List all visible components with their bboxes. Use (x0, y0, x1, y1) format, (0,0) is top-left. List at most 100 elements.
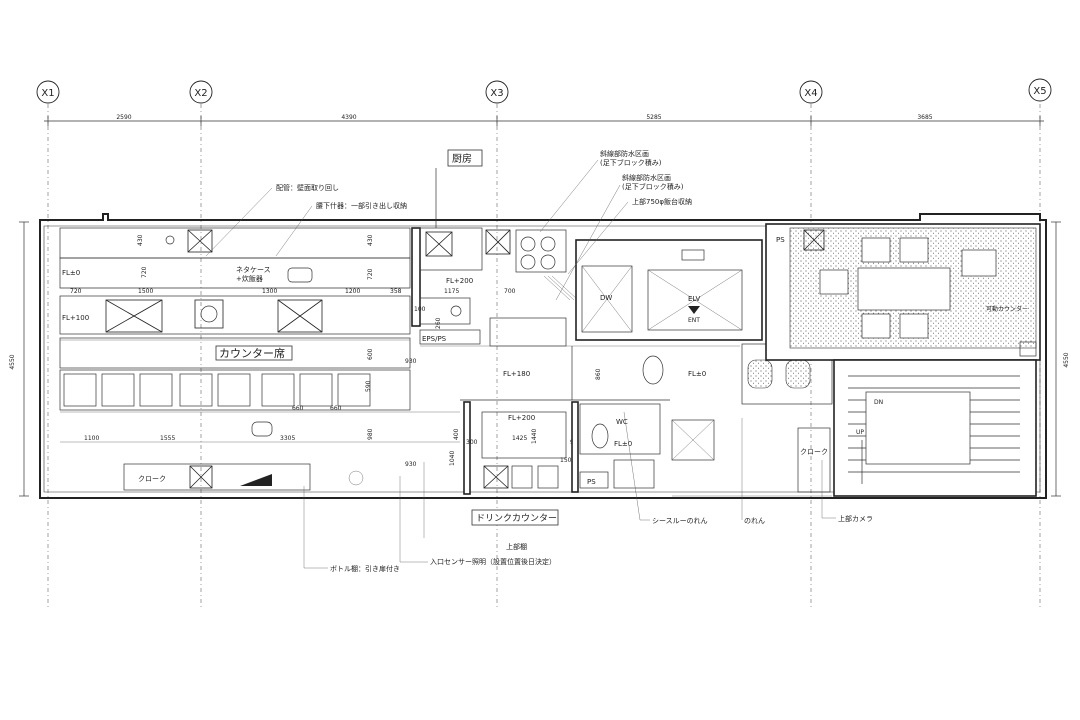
top-dimension-line: 2590 4390 5285 3685 (44, 114, 1044, 126)
svg-text:FL±0: FL±0 (614, 440, 632, 448)
fl-label: FL+100 (62, 314, 89, 322)
svg-text:150: 150 (560, 457, 572, 464)
svg-text:上部カメラ: 上部カメラ (838, 514, 873, 523)
svg-text:1500: 1500 (138, 288, 153, 295)
svg-text:DN: DN (874, 399, 883, 406)
fl-label: FL±0 (62, 269, 80, 277)
side-dimensions: 4550 4550 (9, 221, 1070, 497)
svg-text:入口センサー照明（設置位置後日決定）: 入口センサー照明（設置位置後日決定） (430, 557, 556, 566)
svg-text:1300: 1300 (262, 288, 277, 295)
grid-label-x1: X1 (36, 80, 60, 104)
svg-text:ENT: ENT (688, 317, 700, 324)
svg-text:700: 700 (504, 288, 516, 295)
grid-label-x4: X4 (799, 80, 823, 104)
svg-text:斜線部防水区画: 斜線部防水区画 (622, 173, 671, 182)
callout-neta-case: ネタケース +炊飯器 (236, 265, 271, 283)
fl-label: FL+180 (503, 370, 530, 378)
svg-text:980: 980 (367, 428, 374, 440)
svg-text:590: 590 (365, 380, 372, 392)
svg-text:720: 720 (367, 268, 374, 280)
svg-text:3685: 3685 (917, 114, 932, 121)
svg-text:4390: 4390 (341, 114, 356, 121)
svg-text:FL+200: FL+200 (446, 277, 473, 285)
svg-text:クローク: クローク (800, 448, 828, 456)
kitchen-area: 720 1500 1300 1200 358 430 720 430 720 6… (59, 227, 411, 369)
drink-counter-label: ドリンクカウンター (471, 509, 559, 526)
callout-under-counter: 腰下什器：一部引き出し収納 (275, 201, 407, 257)
svg-text:X3: X3 (490, 88, 503, 99)
svg-text:3305: 3305 (280, 435, 295, 442)
svg-text:2590: 2590 (116, 114, 131, 121)
center-room-lines: 400 860 590 100 260 (365, 306, 740, 440)
callout-fireproof-1: 斜線部防水区画 (足下ブロック積み) (539, 149, 662, 233)
callout-entrance-light: 入口センサー照明（設置位置後日決定） (399, 476, 556, 566)
svg-text:4550: 4550 (9, 354, 16, 369)
svg-text:1425: 1425 (512, 435, 527, 442)
svg-text:のれん: のれん (744, 517, 765, 525)
svg-text:4550: 4550 (1063, 352, 1070, 367)
svg-text:1200: 1200 (345, 288, 360, 295)
svg-text:腰下什器：一部引き出し収納: 腰下什器：一部引き出し収納 (316, 201, 407, 210)
svg-text:WC: WC (616, 418, 628, 426)
callout-camera: 上部カメラ (821, 460, 873, 523)
svg-text:X5: X5 (1033, 86, 1046, 97)
svg-text:358: 358 (390, 288, 402, 295)
svg-text:クローク: クローク (138, 475, 166, 483)
svg-text:600: 600 (367, 348, 374, 360)
svg-text:X1: X1 (41, 88, 54, 99)
svg-text:X4: X4 (804, 88, 817, 99)
center-service: EPS/PS FL+200 1175 700 (411, 227, 579, 347)
cloak-strip: クローク (123, 463, 364, 491)
fl-label: FL±0 (688, 370, 706, 378)
svg-text:400: 400 (453, 428, 460, 440)
right-lobby: クローク (671, 343, 833, 497)
svg-text:300: 300 (466, 439, 478, 446)
svg-text:5285: 5285 (646, 114, 661, 121)
svg-text:660: 660 (330, 405, 342, 412)
svg-text:660: 660 (292, 405, 304, 412)
callout-fireproof-2: 斜線部防水区画 (足下ブロック積み) (555, 173, 684, 301)
svg-text:シースルーのれん: シースルーのれん (652, 517, 708, 525)
svg-text:930: 930 (405, 461, 417, 468)
svg-text:(足下ブロック積み): (足下ブロック積み) (600, 158, 662, 167)
svg-text:ELV: ELV (688, 295, 701, 303)
svg-text:(足下ブロック積み): (足下ブロック積み) (622, 182, 684, 191)
svg-text:PS: PS (776, 236, 785, 244)
svg-text:1100: 1100 (84, 435, 99, 442)
svg-text:100: 100 (414, 306, 426, 313)
svg-text:配管：壁面取り回し: 配管：壁面取り回し (276, 183, 339, 192)
svg-text:PS: PS (587, 478, 596, 486)
svg-text:ネタケース: ネタケース (236, 265, 271, 274)
svg-text:1555: 1555 (160, 435, 175, 442)
svg-text:ドリンクカウンター: ドリンクカウンター (476, 513, 557, 524)
svg-text:UP: UP (856, 429, 864, 436)
svg-text:720: 720 (70, 288, 82, 295)
svg-text:430: 430 (367, 234, 374, 246)
staircase: DN UP (833, 359, 1037, 497)
svg-text:ボトル棚：引き扉付き: ボトル棚：引き扉付き (330, 564, 400, 573)
svg-text:上部750φ飯台収納: 上部750φ飯台収納 (632, 197, 692, 206)
svg-text:DW: DW (600, 294, 612, 302)
svg-text:930: 930 (405, 358, 417, 365)
movable-counter-room: PS 可動カウンター (765, 223, 1041, 361)
svg-text:斜線部防水区画: 斜線部防水区画 (600, 149, 649, 158)
svg-text:1440: 1440 (531, 429, 538, 444)
svg-text:+炊飯器: +炊飯器 (236, 274, 263, 283)
svg-text:可動カウンター: 可動カウンター (986, 305, 1028, 313)
callout-bottle-shelf: ボトル棚：引き扉付き (303, 486, 400, 573)
svg-text:厨房: 厨房 (452, 152, 472, 165)
svg-text:720: 720 (141, 266, 148, 278)
svg-text:1175: 1175 (444, 288, 459, 295)
callout-see-through: シースルーのれん (623, 411, 708, 525)
svg-text:860: 860 (595, 368, 602, 380)
kitchen-label: 厨房 (435, 149, 483, 228)
svg-text:430: 430 (137, 234, 144, 246)
svg-text:カウンター席: カウンター席 (219, 346, 285, 360)
grid-label-x2: X2 (189, 80, 213, 104)
grid-label-x5: X5 (1028, 78, 1052, 102)
svg-text:260: 260 (435, 317, 442, 329)
drink-counter-area: FL+200 300 1425 1440 150 90 980 1040 (367, 401, 578, 495)
svg-text:EPS/PS: EPS/PS (422, 335, 447, 343)
outer-walls (39, 213, 1047, 499)
